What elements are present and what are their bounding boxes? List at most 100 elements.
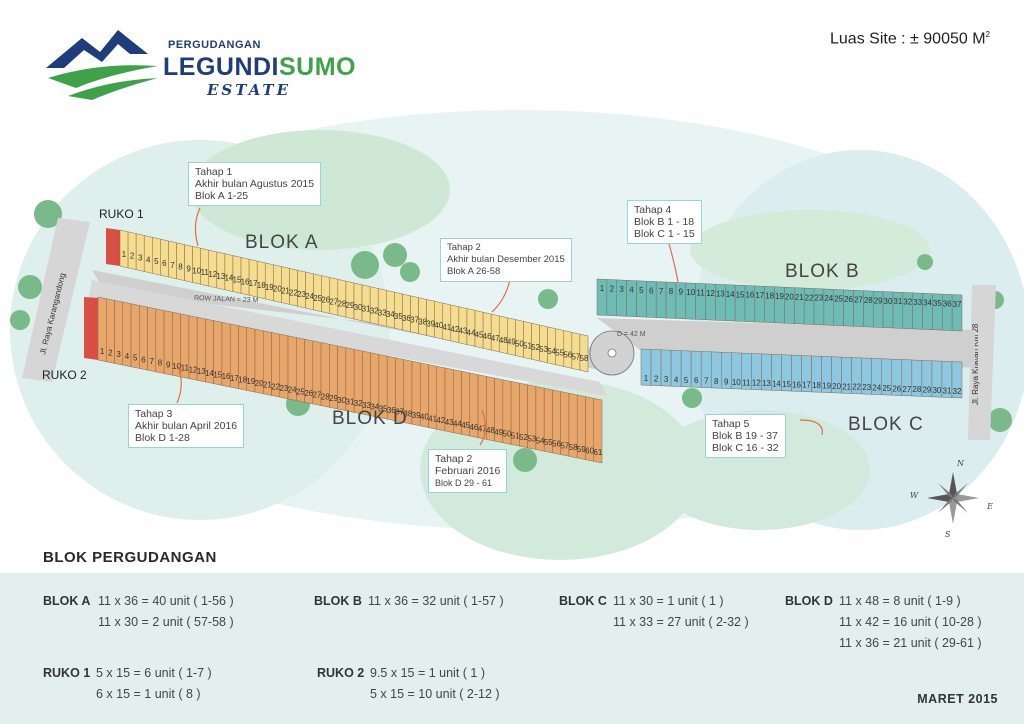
blok-a-lot-48 — [498, 315, 508, 355]
blok-b-lot-number: 14 — [726, 290, 735, 299]
blok-a-lot-number: 31 — [362, 305, 371, 314]
blok-a-lot-number: 7 — [170, 261, 175, 270]
blok-a-lot-23 — [297, 269, 306, 309]
blok-b-lot-number: 8 — [669, 287, 674, 296]
blok-a-lot-57 — [571, 332, 581, 371]
callout-line: Blok A 1-25 — [195, 190, 249, 202]
blok-a-lot-number: 42 — [450, 325, 459, 334]
blok-b-lot-number: 24 — [824, 294, 833, 303]
blok-a-lot-number: 18 — [257, 281, 266, 290]
blok-a-lot-19 — [264, 262, 274, 302]
blok-a-lot-54 — [547, 326, 556, 366]
blok-a-lot-number: 36 — [402, 314, 411, 323]
blok-d-lot-number: 38 — [403, 409, 412, 418]
blok-d-lot-number: 8 — [158, 359, 163, 368]
blok-d-lot-number: 55 — [544, 438, 553, 447]
blok-c-lot-number: 27 — [902, 385, 911, 394]
blok-c-lot-number: 12 — [752, 379, 761, 388]
blok-a-lot-17 — [248, 258, 258, 298]
blok-a-lot-1 — [119, 229, 129, 269]
blok-d-lot-number: 40 — [420, 413, 429, 422]
blok-d-lot-number: 22 — [271, 382, 280, 391]
blok-a-lot-number: 57 — [571, 352, 580, 361]
callout-arrows — [176, 207, 823, 446]
blok-a-lot-number: 45 — [475, 330, 484, 339]
blok-b-lot-number: 3 — [619, 285, 624, 294]
blok-a-lot-number: 20 — [273, 285, 282, 294]
blok-a-lot-33 — [377, 288, 387, 327]
blok-d-lot-number: 43 — [445, 418, 454, 427]
site-area: Luas Site : ± 90050 M2 — [830, 30, 990, 48]
blok-b-lot-number: 21 — [795, 293, 804, 302]
blok-b-lot-number: 7 — [659, 287, 664, 296]
blok-d-lot-number: 46 — [469, 423, 478, 432]
blok-d-lot-number: 9 — [166, 360, 171, 369]
blok-b-lot-number: 4 — [629, 286, 634, 295]
callout-line: Blok C 1 - 15 — [634, 228, 695, 240]
legend-ruko-2-name: RUKO 2 — [317, 666, 365, 680]
compass-rose-icon: N S E W — [910, 459, 993, 539]
blok-a-lot-41 — [442, 302, 452, 342]
blok-d-lot-number: 14 — [205, 369, 214, 378]
blok-a-lot-9 — [184, 244, 193, 283]
blok-a-lot-number: 32 — [370, 307, 379, 316]
blok-d-lot-number: 13 — [197, 367, 206, 376]
blok-a-lot-number: 54 — [547, 347, 556, 356]
blok-c-lot-number: 28 — [912, 385, 921, 394]
blok-a-lot-20 — [273, 264, 282, 303]
blok-a-lot-14 — [224, 253, 234, 292]
blok-d-lot-number: 16 — [222, 372, 231, 381]
blok-c-lot-number: 25 — [882, 384, 891, 393]
blok-b-lot-number: 16 — [745, 291, 754, 300]
site-area-text: Luas Site : ± 90050 M — [830, 30, 986, 48]
blok-c-lot-number: 13 — [762, 379, 771, 388]
legend-line: 11 x 36 = 21 unit ( 29-61 ) — [839, 636, 982, 650]
blok-a-lot-30 — [353, 282, 363, 322]
callout-tahap-4: Tahap 4 Blok B 1 - 18 Blok C 1 - 15 — [627, 200, 702, 244]
blok-a-lot-36 — [402, 293, 411, 333]
legend-line: 5 x 15 = 10 unit ( 2-12 ) — [370, 687, 500, 701]
callout-line: Akhir bulan April 2016 — [135, 420, 238, 432]
blok-c-lot-number: 23 — [862, 383, 871, 392]
blok-d-lot-number: 48 — [486, 426, 495, 435]
blok-a-lot-number: 27 — [329, 297, 338, 306]
blok-a-lot-number: 35 — [394, 312, 403, 321]
legend-line: 11 x 48 = 8 unit ( 1-9 ) — [839, 594, 961, 608]
legend-line: 9.5 x 15 = 1 unit ( 1 ) — [370, 666, 485, 680]
blok-a-lot-number: 21 — [281, 286, 290, 295]
blok-b-lot-number: 34 — [923, 298, 932, 307]
blok-b-lot-number: 13 — [716, 289, 725, 298]
estate-logo: PERGUDANGAN LEGUNDISUMO ESTATE — [40, 26, 360, 106]
blok-a-lot-number: 29 — [346, 301, 355, 310]
blok-b-lot-number: 33 — [913, 298, 922, 307]
blok-d-lot-number: 49 — [494, 428, 503, 437]
blok-a-lot-6 — [160, 238, 169, 278]
blok-d-lot-number: 34 — [370, 403, 379, 412]
blok-a-lot-27 — [329, 277, 339, 316]
blok-b-lot-number: 30 — [884, 297, 893, 306]
blok-a-lot-8 — [176, 242, 185, 281]
blok-d-lot-number: 6 — [141, 355, 146, 364]
blok-a-lot-15 — [232, 255, 242, 294]
blok-a-lot-40 — [434, 300, 444, 340]
blok-a-lot-number: 4 — [146, 255, 151, 264]
blok-a-lot-58 — [579, 333, 589, 373]
blok-d-lot-number: 58 — [569, 443, 578, 452]
blok-a-lot-number: 28 — [337, 299, 346, 308]
blok-a-lot-44 — [466, 308, 476, 347]
legend-line: 11 x 33 = 27 unit ( 2-32 ) — [613, 615, 749, 629]
blok-b-lot-number: 20 — [785, 292, 794, 301]
blok-b-lot-number: 23 — [815, 294, 824, 303]
blok-d-lot-number: 60 — [585, 446, 594, 455]
blok-d-lot-number: 61 — [593, 448, 602, 457]
callout-line: Blok B 19 - 37 — [712, 430, 778, 442]
blok-d-lot-number: 42 — [436, 416, 445, 425]
blok-a-lot-number: 37 — [410, 316, 419, 325]
callout-line: Blok D 29 - 61 — [435, 478, 493, 488]
callout-line: Tahap 5 — [712, 418, 750, 430]
blok-d-lot-number: 10 — [172, 362, 181, 371]
blok-c-lot-number: 8 — [714, 377, 719, 386]
blok-d-lot-number: 28 — [321, 392, 330, 401]
